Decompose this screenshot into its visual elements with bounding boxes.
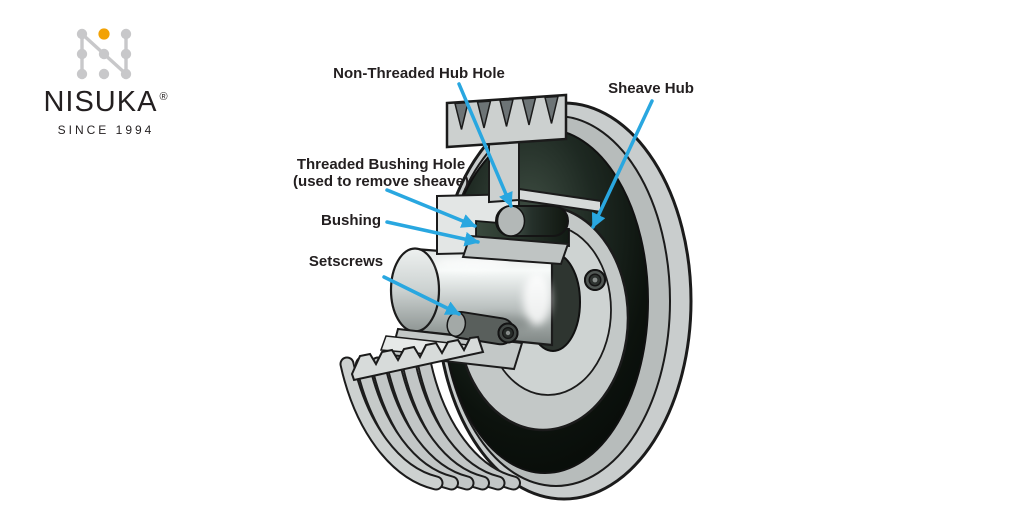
rim-grooves-section [339,335,521,491]
groove-cut-face [350,335,485,382]
hub-setscrew [584,269,606,291]
nisuka-logo-icon [76,28,132,80]
arrow-sheave-hub [591,99,654,229]
setscrew-head [497,322,519,344]
non-threaded-hub-hole-shape [495,205,569,237]
arrow-bushing [385,220,480,247]
label-non-threaded-hub-hole: Non-Threaded Hub Hole [333,65,505,82]
label-sheave-hub: Sheave Hub [608,80,694,97]
label-setscrews: Setscrews [308,253,384,270]
top-cross-section [445,93,602,214]
label-bushing: Bushing [321,212,381,229]
leader-arrows [382,82,654,316]
brand-tagline: SINCE 1994 [57,123,155,137]
logo-orange-dot [98,28,110,40]
label-threaded-bushing-hole: Threaded Bushing Hole (used to remove sh… [293,156,469,190]
registered-mark: ® [159,91,169,104]
nisuka-logo: NISUKA® SINCE 1994 [38,26,174,137]
brand-name: NISUKA® [43,86,169,118]
arrow-threaded-bushing-hole [385,188,477,228]
v-groove-teeth [454,95,559,130]
arrow-setscrews [382,275,461,316]
arrow-non-threaded-hub-hole [457,82,513,208]
bushing-flange [436,192,570,266]
